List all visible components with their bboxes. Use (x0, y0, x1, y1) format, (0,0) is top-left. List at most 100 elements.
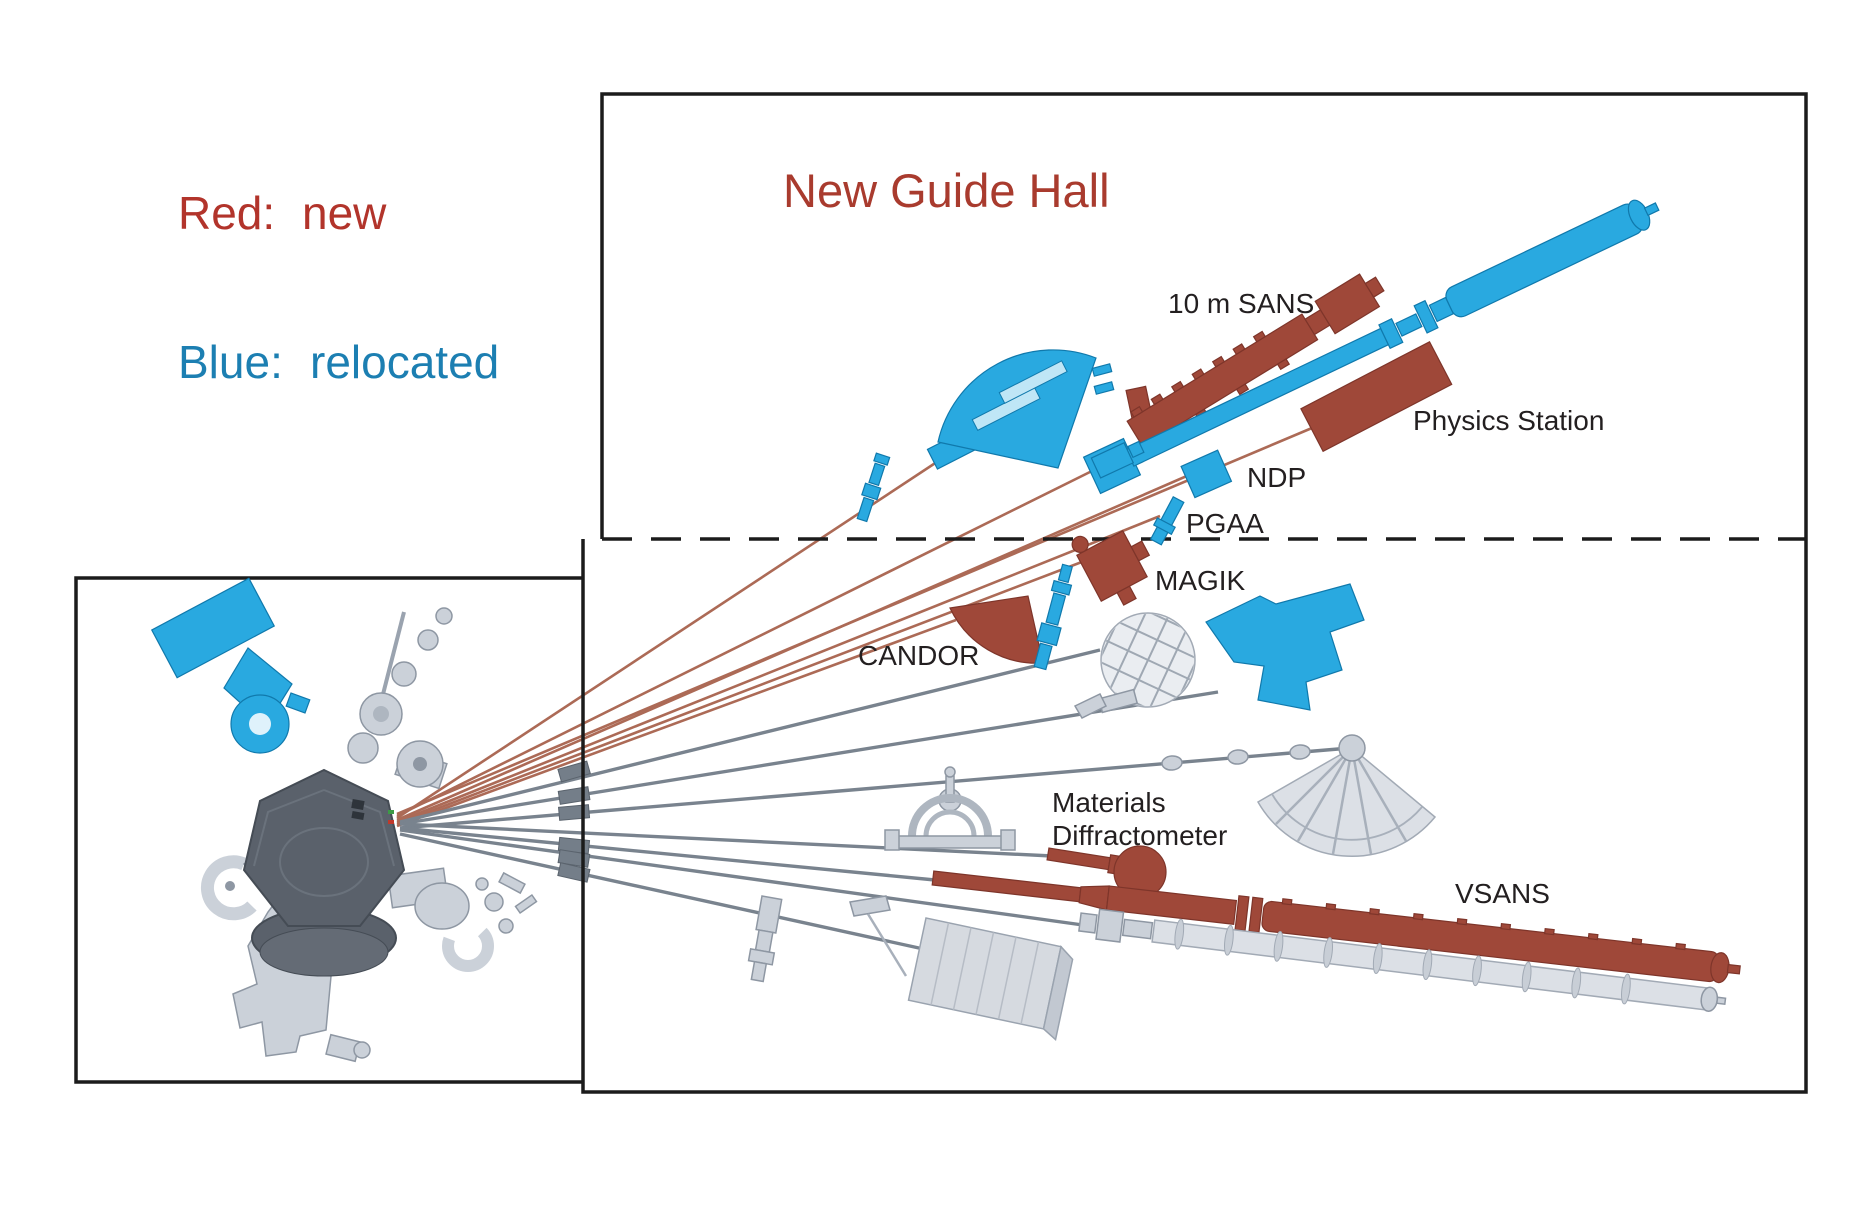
wireframe-dome-instrument (1073, 598, 1210, 722)
tube-rib (1372, 943, 1383, 974)
goniometer-outer-arc (908, 794, 992, 837)
ndp-box (1180, 449, 1233, 499)
blue-mini-guide-upper (856, 452, 891, 523)
reactor-blue-instrument (150, 577, 311, 754)
blue-l-instrument (1205, 583, 1365, 711)
tube-rib (1323, 937, 1334, 968)
blue-guide-coupling (1378, 318, 1404, 350)
label-10m-sans: 10 m SANS (1168, 288, 1314, 319)
mini-guide-segment (1033, 642, 1053, 671)
sans10m-instrument (1125, 273, 1385, 448)
reactor-small-port (484, 892, 504, 912)
label-materials-line2: Diffractometer (1052, 820, 1227, 851)
mini-guide-segment (868, 462, 886, 487)
dome-base (1097, 688, 1139, 714)
reactor-port (347, 732, 379, 764)
crate-panel-line (997, 936, 1017, 1020)
blue-instrument-drum-hole (249, 713, 271, 735)
vsans-fin (1675, 942, 1686, 951)
legend: Red: new Blue: relocated (178, 187, 499, 388)
fan-rib (1350, 747, 1373, 855)
ndp-guide-piece (1090, 442, 1135, 479)
red-beam-lines (396, 426, 1313, 828)
vsans-fin (1587, 932, 1599, 941)
gray-beam-to-gray-fan (399, 746, 1351, 830)
reactor-drum-center (413, 757, 427, 771)
tube-rib (1422, 949, 1433, 981)
reactor-mast (378, 611, 406, 707)
mini-guide-segment (1057, 563, 1073, 584)
blue-guide-coupling (1413, 299, 1439, 334)
vsans-fin (1325, 903, 1337, 911)
blue-cylinder (1445, 203, 1644, 318)
pgaa-cross (1152, 517, 1176, 536)
magik-knob (1071, 535, 1089, 554)
tube-rib (1571, 967, 1582, 999)
reactor-assembly (150, 577, 538, 1063)
reactor-right-drum (414, 882, 470, 930)
reactor-stub (498, 871, 526, 895)
sans10m-fin (1191, 368, 1205, 381)
tube-rib (1224, 924, 1234, 956)
reactor-bottom-port (353, 1041, 371, 1059)
mini-guide-segment (1045, 592, 1067, 626)
goniometer-base (889, 835, 1011, 849)
shutter-block (557, 786, 591, 805)
reactor-port (391, 661, 417, 687)
vsans-fin (1281, 898, 1293, 906)
reactor-small-port (475, 877, 489, 891)
fan-inner-arc (1271, 793, 1423, 841)
goniometer-foot (884, 829, 900, 851)
mini-guide-segment (856, 496, 875, 523)
blue-guide-coupling (1395, 313, 1423, 337)
gray-beam-to-gray-box (399, 832, 929, 952)
beam-origin-marker-green (388, 810, 394, 814)
physics-station-instrument (1300, 340, 1453, 453)
sans10m-fin (1130, 405, 1144, 418)
dome-facet-line (253, 789, 325, 867)
tube-rib (1174, 918, 1185, 950)
md-arm (1046, 847, 1111, 871)
blue-instrument-tab (285, 692, 311, 714)
beam-origin-marker-red (388, 820, 394, 824)
tube-rib (1521, 961, 1532, 993)
sans10m-fin (1276, 358, 1291, 371)
red-beam-to-magik (396, 558, 1088, 826)
red-beam-to-10msans (396, 466, 1099, 818)
vsans-flange (1248, 896, 1264, 933)
label-physics-station: Physics Station (1413, 405, 1604, 436)
magik-instrument (1071, 530, 1151, 606)
reactor-dome (242, 768, 406, 927)
red-beam-to-ndp (396, 470, 1197, 822)
page-title: New Guide Hall (783, 164, 1110, 217)
reactor-port (417, 629, 439, 651)
reactor-right-c-arc (442, 920, 494, 972)
label-pgaa: PGAA (1186, 508, 1264, 539)
stick-segment (750, 960, 768, 983)
sans10m-fin (1232, 343, 1246, 356)
wedge-strut (866, 913, 908, 977)
vsans-cone (1078, 885, 1110, 911)
mini-guide-segment (873, 452, 891, 466)
vsans-presample (931, 870, 1082, 903)
dome-cap-ring (279, 827, 369, 897)
dome-arm (1073, 693, 1108, 719)
gray-stick-instrument (747, 895, 783, 983)
dome-hatch (351, 799, 365, 810)
vsans-midsection (1105, 885, 1238, 926)
goniometer-top-knob (944, 766, 956, 778)
vsans-fin (1631, 937, 1643, 946)
red-beam-to-candor (396, 618, 957, 828)
sans10m-fin (1252, 330, 1267, 343)
blue-mini-guide-lower (1033, 563, 1073, 671)
dome-facet-line (323, 789, 395, 867)
vsans-fin (1543, 927, 1555, 936)
mini-guide-segment (861, 482, 882, 501)
blue-cylinder-nub (1643, 202, 1660, 217)
crate-side (1042, 945, 1074, 1042)
gray-fan-instrument (1256, 734, 1437, 857)
sans10m-fin (1211, 355, 1226, 368)
legend-blue-value: relocated (310, 336, 499, 388)
blue-fan-prong (1091, 363, 1113, 377)
